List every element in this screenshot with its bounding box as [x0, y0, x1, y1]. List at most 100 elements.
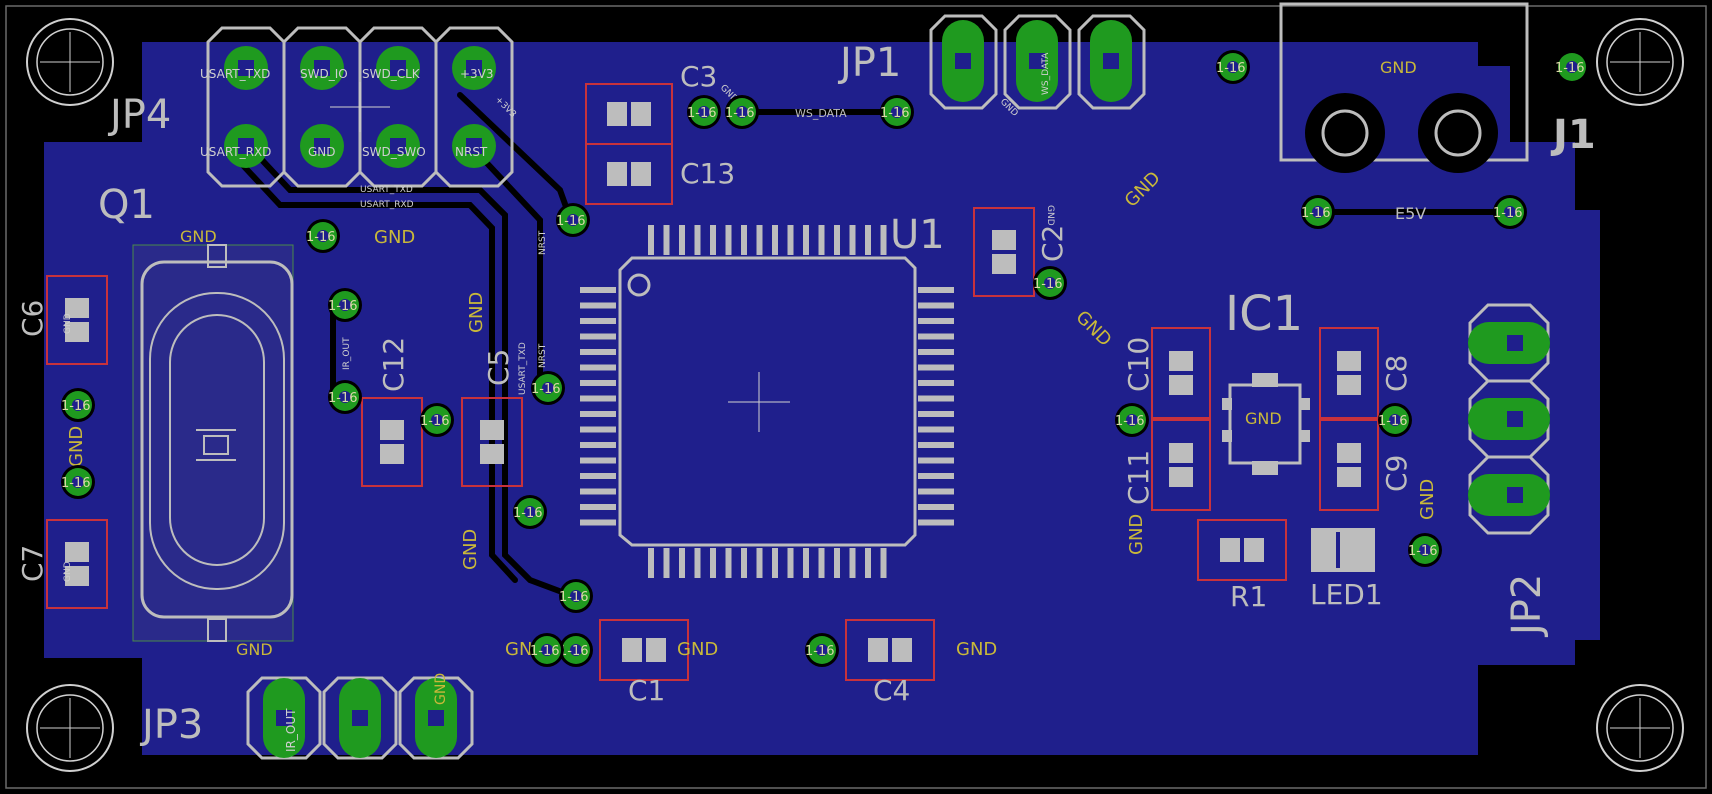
via-label: 1-16: [1408, 544, 1438, 559]
jp4-pin-gnd: GND: [308, 145, 336, 159]
part-c10: [1151, 327, 1211, 419]
refdes-j1: J1: [1550, 112, 1596, 158]
via-5: 1-16: [61, 465, 95, 499]
ws-data-label: WS_DATA: [795, 107, 847, 120]
refdes-c8: C8: [1380, 355, 1413, 392]
via-13: 1-16: [725, 95, 759, 129]
jp4-pin-swd-clk: SWD_CLK: [362, 67, 421, 81]
jp3-pin-gnd: GND: [433, 673, 449, 705]
gnd-label-1: GND: [374, 227, 415, 248]
ic1-regulator: GND IC1: [1222, 286, 1310, 475]
ic1-gnd: GND: [1245, 409, 1282, 428]
via-1: 1-16: [306, 219, 340, 253]
board-outline: [5, 5, 1707, 789]
via-6: 1-16: [420, 403, 454, 437]
jp4-pin-usart-txd: USART_TXD: [200, 67, 270, 81]
via-label: 1-16: [1301, 206, 1331, 221]
via-label: 1-16: [687, 106, 717, 121]
via-9: 1-16: [513, 495, 547, 529]
via-11: 1-16: [559, 633, 593, 667]
via-label: 1-16: [328, 299, 358, 314]
part-c7: [46, 519, 108, 609]
jp1-header: JP1: [837, 14, 1146, 110]
via-label: 1-16: [420, 414, 450, 429]
refdes-r1: R1: [1230, 580, 1267, 613]
via-label: 1-16: [306, 230, 336, 245]
refdes-c13: C13: [680, 157, 735, 190]
via-label: 1-16: [1216, 61, 1246, 76]
via-label: 1-16: [1033, 277, 1063, 292]
trace-label-usart-txd-v: USART_TXD: [518, 342, 528, 395]
via-label: 1-16: [513, 506, 543, 521]
e5v-label: E5V: [1395, 204, 1426, 223]
part-c6: [46, 275, 108, 365]
via-label: 1-16: [559, 590, 589, 605]
via-label: 1-16: [61, 399, 91, 414]
refdes-c6: C6: [16, 300, 49, 337]
via-18: 1-16: [1493, 195, 1527, 229]
jp4-pin-usart-rxd: USART_RXD: [200, 145, 271, 159]
via-23: 1-16: [805, 633, 839, 667]
part-c4: [845, 619, 935, 681]
via-4: 1-16: [61, 388, 95, 422]
refdes-u1: U1: [890, 212, 945, 258]
via-label: 1-16: [61, 476, 91, 491]
part-c9: [1319, 419, 1379, 511]
trace-label-ir-out: IR_OUT: [342, 337, 352, 370]
refdes-jp4: JP4: [107, 92, 171, 138]
gnd-label-2: GND: [466, 292, 487, 333]
via-label: 1-16: [1555, 61, 1585, 76]
mounting-hole-bl: [26, 684, 114, 772]
trace-label-usart-txd: USART_TXD: [360, 185, 413, 195]
gnd-label-10: GND: [1126, 514, 1147, 555]
refdes-c5: C5: [482, 349, 515, 386]
part-c11: [1151, 419, 1211, 511]
refdes-c1: C1: [628, 674, 665, 707]
copper-pour: [44, 42, 1600, 755]
gnd-label-c6: GND: [63, 313, 73, 334]
refdes-q1: Q1: [98, 182, 155, 228]
part-c2: [973, 207, 1035, 297]
refdes-c3: C3: [680, 60, 717, 93]
refdes-c11: C11: [1122, 450, 1155, 505]
refdes-c4: C4: [873, 674, 910, 707]
gnd-label-4: GND: [66, 426, 87, 467]
part-c13: [585, 143, 673, 205]
via-label: 1-16: [531, 382, 561, 397]
trace-label-nrst-1: NRST: [538, 230, 548, 255]
via-label: 1-16: [725, 106, 755, 121]
gnd-label-11: GND: [1417, 479, 1438, 520]
via-label: 1-16: [1115, 414, 1145, 429]
part-c12: [361, 397, 423, 487]
via-label: 1-16: [880, 106, 910, 121]
refdes-led1: LED1: [1310, 578, 1383, 611]
part-c8: [1319, 327, 1379, 419]
jp3-pin-ir-out: IR_OUT: [284, 708, 298, 752]
jp3-header: IR_OUT GND JP3: [139, 673, 474, 760]
via-label: 1-16: [1378, 414, 1408, 429]
via-15: 1-16: [1216, 50, 1250, 84]
q1-gnd-bottom: GND: [236, 640, 273, 659]
via-14: 1-16: [880, 95, 914, 129]
via-7: 1-16: [556, 203, 590, 237]
via-2: 1-16: [328, 288, 362, 322]
q1-crystal: Q1 GND GND: [98, 182, 294, 659]
u1-mcu: U1: [580, 212, 954, 578]
jp4-pin-swd-io: SWD_IO: [300, 67, 348, 81]
refdes-c9: C9: [1380, 455, 1413, 492]
via-label: 1-16: [805, 644, 835, 659]
jp4-pin-swd-swo: SWD_SWO: [362, 145, 426, 159]
gnd-label-7: GND: [956, 639, 997, 660]
gnd-label-3: GND: [460, 529, 481, 570]
via-19: 1-16: [1033, 266, 1067, 300]
jp2-header: JP2: [1468, 303, 1550, 638]
via-3: 1-16: [328, 380, 362, 414]
via-24: 1-16: [530, 633, 564, 667]
via-12: 1-16: [687, 95, 721, 129]
via-22: 1-16: [1408, 533, 1442, 567]
refdes-c12: C12: [377, 337, 410, 392]
via-16: 1-16: [1555, 50, 1589, 84]
refdes-c2: C2: [1036, 225, 1069, 262]
jp4-pin-nrst: NRST: [455, 145, 488, 159]
